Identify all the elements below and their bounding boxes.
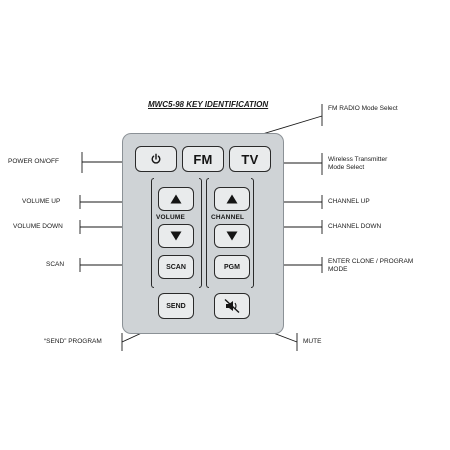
fm-button-label: FM [193, 151, 213, 167]
label-clone-line2: MODE [328, 266, 348, 273]
fm-button[interactable]: FM [182, 146, 224, 172]
channel-group-bracket [251, 178, 254, 288]
label-channel-down: CHANNEL DOWN [328, 223, 382, 230]
label-wireless-line1: Wireless Transmitter [328, 156, 388, 163]
pgm-button-label: PGM [224, 263, 240, 271]
down-triangle-icon [226, 231, 238, 241]
channel-up-button[interactable] [214, 187, 250, 211]
send-button-label: SEND [166, 302, 186, 310]
volume-divider [199, 178, 202, 288]
label-clone-program: ENTER CLONE / PROGRAM MODE [328, 258, 413, 274]
volume-down-button[interactable] [158, 224, 194, 248]
volume-caption: VOLUME [156, 214, 186, 221]
label-power: POWER ON/OFF [8, 158, 59, 165]
tv-button-label: TV [241, 151, 259, 167]
down-triangle-icon [170, 231, 182, 241]
remote-body: FM TV VOLUME CHANNEL SCAN PGM S [122, 133, 284, 334]
label-send-program: “SEND” PROGRAM [44, 338, 102, 345]
channel-divider [206, 178, 209, 288]
channel-caption: CHANNEL [211, 214, 245, 221]
label-clone-line1: ENTER CLONE / PROGRAM [328, 258, 414, 265]
label-scan: SCAN [46, 261, 65, 268]
pgm-button[interactable]: PGM [214, 255, 250, 279]
label-volume-up: VOLUME UP [22, 198, 61, 205]
channel-down-button[interactable] [214, 224, 250, 248]
label-wireless: Wireless Transmitter Mode Select [328, 156, 387, 172]
label-mute: MUTE [303, 338, 322, 345]
up-triangle-icon [226, 194, 238, 204]
volume-up-button[interactable] [158, 187, 194, 211]
label-wireless-line2: Mode Select [328, 164, 365, 171]
label-volume-down: VOLUME DOWN [13, 223, 63, 230]
label-fm-radio: FM RADIO Mode Select [328, 105, 398, 112]
diagram-title: MWC5-98 KEY IDENTIFICATION [148, 100, 269, 109]
power-button[interactable] [135, 146, 177, 172]
mute-button[interactable] [214, 293, 250, 319]
up-triangle-icon [170, 194, 182, 204]
power-icon [151, 153, 161, 164]
mute-speaker-icon [224, 298, 240, 314]
volume-group-bracket [151, 178, 154, 288]
label-channel-up: CHANNEL UP [328, 198, 370, 205]
tv-button[interactable]: TV [229, 146, 271, 172]
send-button[interactable]: SEND [158, 293, 194, 319]
scan-button[interactable]: SCAN [158, 255, 194, 279]
scan-button-label: SCAN [166, 263, 186, 271]
